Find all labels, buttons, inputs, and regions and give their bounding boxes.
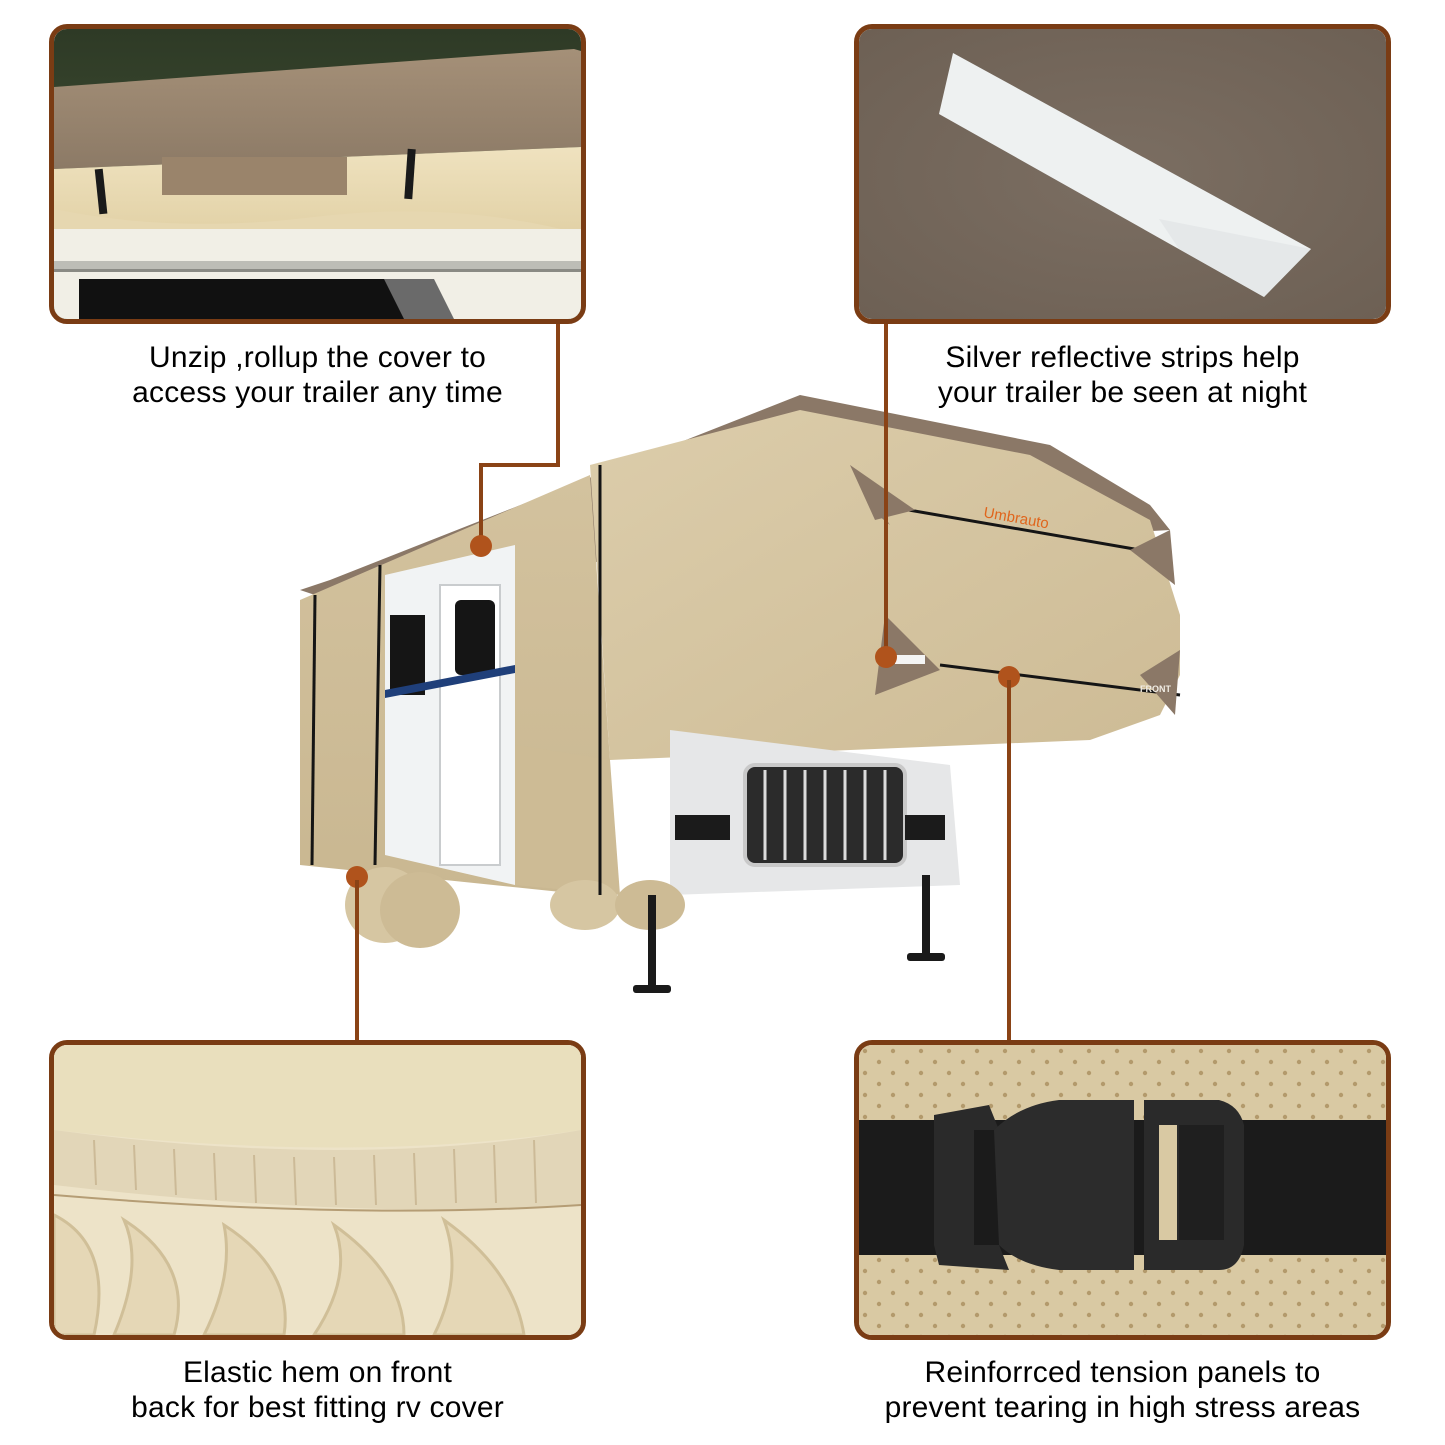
caption-tension: Reinforrced tension panels to prevent te… — [830, 1355, 1415, 1425]
caption-rollup-line-1: Unzip ,rollup the cover to — [148, 341, 487, 374]
connector-tension — [1007, 680, 1011, 1040]
connector-dot-rollup — [470, 535, 492, 557]
caption-tension-line-2: prevent tearing in high stress areas — [884, 1391, 1361, 1424]
connector-dot-elastic — [346, 866, 368, 888]
feature-image-reflective — [854, 24, 1391, 324]
feature-image-rollup — [49, 24, 586, 324]
elastic-photo — [54, 1045, 581, 1335]
caption-rollup-line-2: access your trailer any time — [132, 376, 503, 409]
feature-image-tension — [854, 1040, 1391, 1340]
connector-dot-tension — [998, 666, 1020, 688]
front-label: FRONT — [1140, 684, 1171, 694]
caption-reflective-line-2: your trailer be seen at night — [937, 376, 1308, 409]
caption-elastic-line-2: back for best fitting rv cover — [131, 1391, 504, 1424]
caption-elastic-line-1: Elastic hem on front — [182, 1356, 453, 1389]
caption-reflective-line-1: Silver reflective strips help — [945, 341, 1300, 374]
connector-rollup-v2 — [479, 463, 483, 545]
reflective-photo — [859, 29, 1386, 319]
rollup-photo — [54, 29, 581, 319]
connector-dot-reflective — [875, 646, 897, 668]
connector-rollup-h — [479, 463, 560, 467]
connector-reflective — [884, 324, 888, 654]
caption-elastic: Elastic hem on front back for best fitti… — [49, 1355, 586, 1425]
connector-elastic — [355, 880, 359, 1040]
tension-photo — [859, 1045, 1386, 1335]
rv-cover-illustration: Umbrauto FRONT — [290, 385, 1190, 1025]
caption-rollup: Unzip ,rollup the cover to access your t… — [49, 340, 586, 410]
caption-reflective: Silver reflective strips help your trail… — [854, 340, 1391, 410]
caption-tension-line-1: Reinforrced tension panels to — [924, 1356, 1321, 1389]
feature-image-elastic — [49, 1040, 586, 1340]
connector-rollup — [556, 324, 560, 466]
